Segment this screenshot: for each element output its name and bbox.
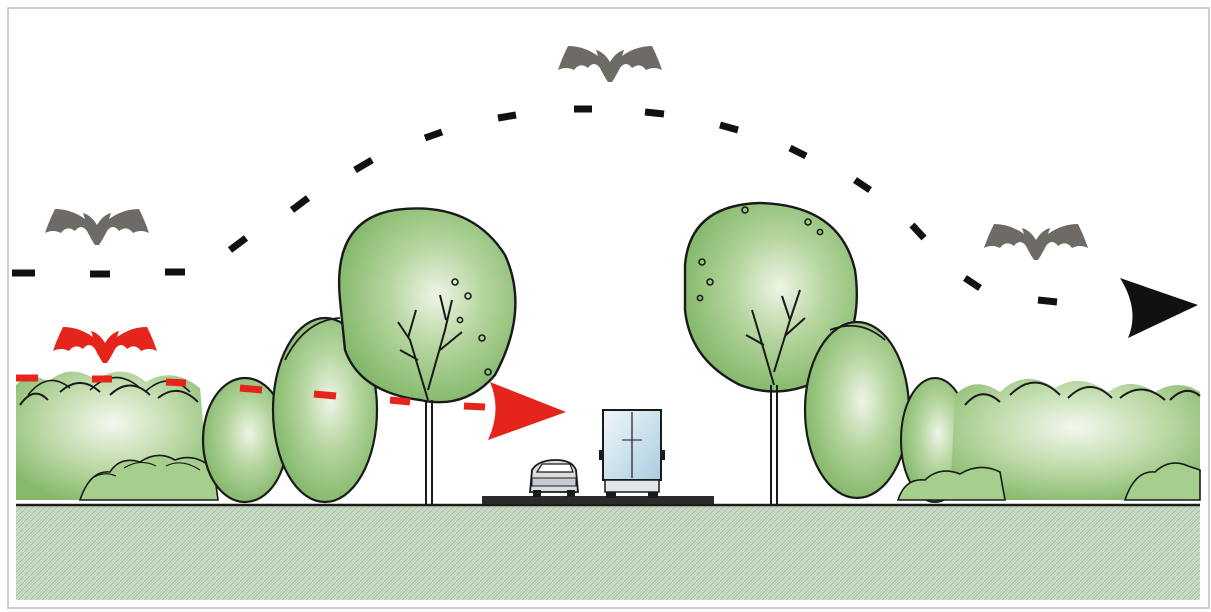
ground (16, 505, 1200, 600)
arrowhead-icon (488, 382, 566, 440)
bat-icon (53, 327, 157, 363)
car-icon (530, 460, 578, 497)
arrowhead-icon (1120, 278, 1198, 338)
bat-icon (558, 46, 662, 82)
bat-icon (984, 224, 1088, 260)
high-flight-path (12, 109, 1057, 302)
truck-icon (599, 410, 665, 498)
bat-icon (45, 209, 149, 245)
road (482, 496, 714, 504)
left-hedgerow (16, 371, 218, 500)
